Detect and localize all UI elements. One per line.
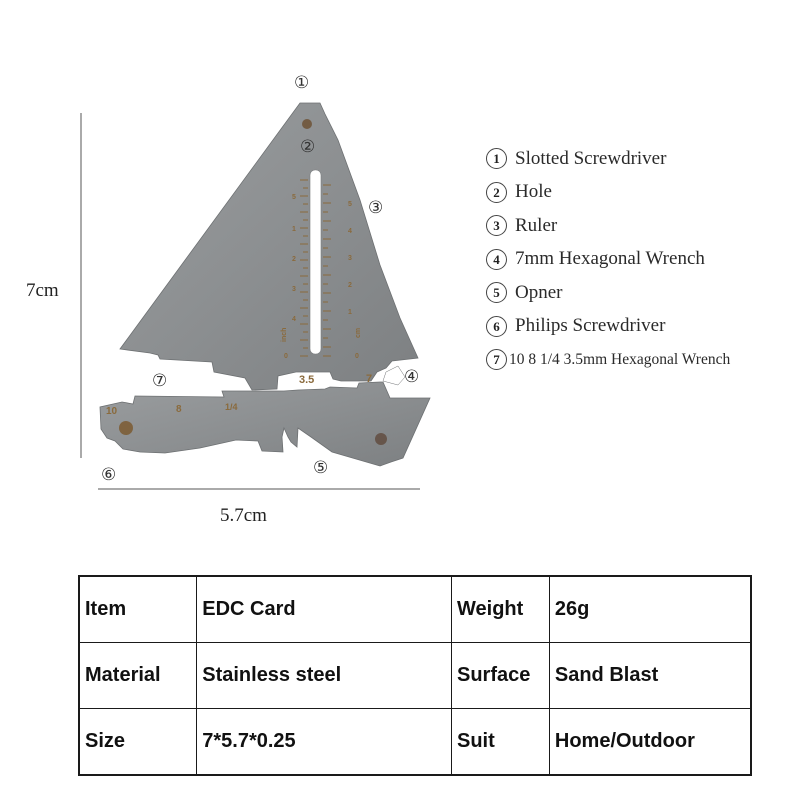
callout-3: ③ [368, 198, 383, 218]
legend-item: 7 10 8 1/4 3.5mm Hexagonal Wrench [486, 343, 796, 377]
legend-number: 6 [486, 315, 507, 337]
ruler-ticks [300, 179, 331, 357]
spec-label: Size [78, 708, 198, 776]
ruler-left-5: 5 [292, 194, 296, 201]
legend-label: Opner [515, 281, 563, 303]
ruler-left-3: 3 [292, 286, 296, 293]
ruler-right-1: 1 [348, 309, 352, 316]
legend-item: 2 Hole [486, 176, 796, 210]
card-wrench-body [99, 381, 431, 467]
spec-value: Stainless steel [196, 642, 452, 709]
spec-label: Suit [451, 708, 550, 776]
spec-label: Surface [451, 642, 550, 709]
legend-item: 4 7mm Hexagonal Wrench [486, 243, 796, 277]
callout-4: ④ [404, 367, 419, 387]
product-figure: 7cm 5.7cm 1 2 3 4 5 0 5 4 3 2 [26, 73, 431, 526]
ruler-left-4: 4 [292, 316, 296, 323]
card-sail-body [119, 102, 419, 391]
wrench-size-35: 3.5 [299, 374, 314, 386]
ruler-right-2: 2 [348, 282, 352, 289]
callout-6: ⑥ [101, 465, 116, 485]
spec-label: Material [78, 642, 198, 709]
legend-number: 7 [486, 349, 507, 371]
spec-value: 7*5.7*0.25 [196, 708, 452, 776]
ruler-left-1: 1 [292, 226, 296, 233]
legend-label: Hole [515, 181, 552, 203]
spec-label: Item [78, 575, 198, 643]
legend-number: 5 [486, 282, 507, 304]
legend-item: 6 Philips Screwdriver [486, 310, 796, 344]
legend-label: Philips Screwdriver [515, 315, 666, 337]
ruler-slot [309, 169, 322, 355]
legend: 1 Slotted Screwdriver 2 Hole 3 Ruler 4 7… [486, 142, 796, 377]
legend-label: 10 8 1/4 3.5mm Hexagonal Wrench [509, 350, 731, 368]
edc-card: 1 2 3 4 5 0 5 4 3 2 1 0 inch cm 3.5 7 10… [99, 102, 431, 467]
wrench-size-7: 7 [366, 373, 372, 385]
top-hole [302, 119, 312, 129]
table-row: Material Stainless steel Surface Sand Bl… [78, 642, 752, 709]
table-row: Item EDC Card Weight 26g [78, 575, 752, 643]
philips-hole [119, 421, 133, 435]
legend-item: 5 Opner [486, 276, 796, 310]
table-row: Size 7*5.7*0.25 Suit Home/Outdoor [78, 708, 752, 776]
ruler-right-3: 3 [348, 255, 352, 262]
ruler-left-2: 2 [292, 256, 296, 263]
spec-table: Item EDC Card Weight 26g Material Stainl… [78, 575, 752, 776]
width-dimension-label: 5.7cm [220, 505, 267, 526]
ruler-right-5: 5 [348, 201, 352, 208]
callout-5: ⑤ [313, 458, 328, 478]
ruler-left-0: 0 [284, 353, 288, 360]
spec-value: 26g [548, 575, 752, 643]
wrench-size-8: 8 [176, 404, 182, 415]
legend-label: Ruler [515, 214, 558, 236]
ruler-right-0: 0 [355, 353, 359, 360]
callout-2: ② [300, 137, 315, 157]
legend-item: 1 Slotted Screwdriver [486, 142, 796, 176]
ruler-unit-right: cm [355, 328, 362, 338]
wrench-size-10: 10 [106, 406, 118, 417]
opener-mark [375, 433, 387, 445]
legend-number: 1 [486, 148, 507, 170]
legend-number: 2 [486, 181, 507, 203]
legend-item: 3 Ruler [486, 209, 796, 243]
callout-7: ⑦ [152, 371, 167, 391]
hex-wrench-7mm-slot [382, 365, 406, 386]
ruler-right-4: 4 [348, 228, 352, 235]
legend-number: 3 [486, 215, 507, 237]
height-dimension-label: 7cm [26, 280, 59, 301]
spec-value: Home/Outdoor [548, 708, 752, 776]
spec-value: Sand Blast [548, 642, 752, 709]
wrench-size-1-4: 1/4 [225, 402, 238, 412]
legend-label: Slotted Screwdriver [515, 147, 667, 169]
spec-value: EDC Card [196, 575, 452, 643]
legend-number: 4 [486, 248, 507, 270]
legend-label: 7mm Hexagonal Wrench [515, 248, 705, 270]
ruler-unit-left: inch [281, 328, 288, 342]
callout-1: ① [294, 73, 309, 93]
spec-label: Weight [451, 575, 550, 643]
